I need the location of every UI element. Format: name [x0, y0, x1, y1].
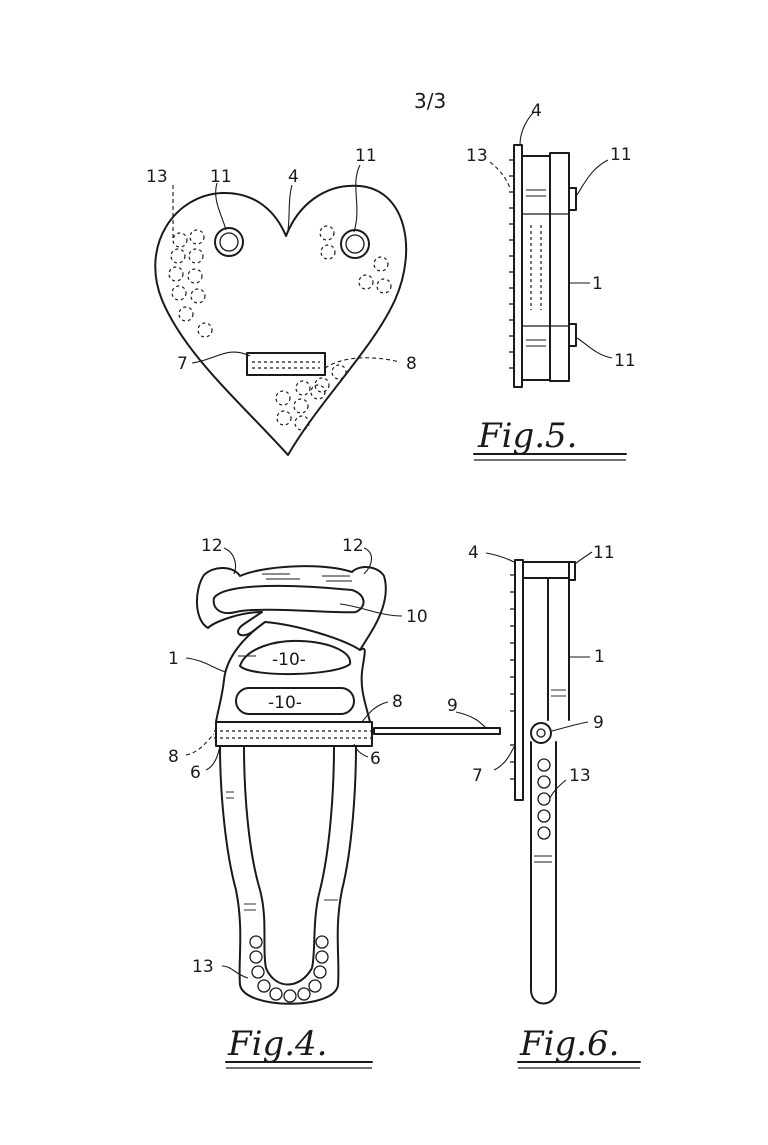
window-10-lower — [235, 687, 355, 715]
ref-4: 4 — [531, 101, 542, 121]
ref-13: 13 — [146, 167, 168, 187]
button-11-right — [340, 229, 370, 259]
figure-caption-5: Fig.5. — [477, 416, 577, 456]
plate-4 — [514, 559, 524, 801]
ref-4: 4 — [468, 543, 479, 563]
ref-12: 12 — [342, 536, 364, 556]
ref-8: 8 — [406, 354, 417, 374]
fig5-side-view: 4 13 11 1 11 Fig.5. — [466, 101, 636, 461]
ref-8: 8 — [168, 747, 179, 767]
strap-loop — [219, 745, 357, 1005]
button-11-bottom — [568, 323, 577, 347]
band-6 — [215, 721, 373, 747]
ref-12: 12 — [201, 536, 223, 556]
pin-9 — [373, 727, 501, 735]
heart-outline — [154, 184, 408, 456]
ref-13: 13 — [466, 146, 488, 166]
button-11-left — [214, 227, 244, 257]
ref-4: 4 — [288, 167, 299, 187]
ref-6: 6 — [190, 763, 201, 783]
fig6-side-view: 4 11 1 9 7 13 Fig.6. — [468, 543, 641, 1069]
window-10-upper — [239, 639, 352, 676]
ref-7: 7 — [472, 766, 483, 786]
holes-13 — [249, 935, 329, 1003]
ref-10: 10 — [406, 607, 428, 627]
sheet-number: 3/3 — [414, 89, 446, 113]
hidden-holes-13 — [168, 225, 392, 431]
ref-11: 11 — [210, 167, 232, 187]
plate-4 — [513, 144, 523, 388]
ref-13: 13 — [569, 766, 591, 786]
ref-9: 9 — [593, 713, 604, 733]
ref-1: 1 — [592, 274, 603, 294]
ref-11: 11 — [614, 351, 636, 371]
ref-6: 6 — [370, 749, 381, 769]
ref-8: 8 — [392, 692, 403, 712]
ref-1: 1 — [168, 649, 179, 669]
button-11-top — [568, 187, 577, 211]
ref-10-upper: -10- — [272, 650, 306, 670]
ref-1: 1 — [594, 647, 605, 667]
button-11 — [568, 561, 576, 581]
heart-plate-drawing: 13 11 4 11 7 8 — [146, 146, 417, 456]
ref-10-lower: -10- — [268, 693, 302, 713]
ref-7: 7 — [177, 354, 188, 374]
ref-9: 9 — [447, 696, 458, 716]
clip-body-1 — [547, 577, 570, 721]
slot-7 — [246, 352, 326, 376]
pivot-9 — [530, 722, 552, 744]
strap-6 — [530, 741, 557, 1005]
fig4-front-view: 12 12 10 1 -10- -10- 8 8 6 6 13 9 Fig.4. — [168, 536, 501, 1069]
figure-caption-6: Fig.6. — [519, 1024, 619, 1064]
backing-1 — [549, 152, 570, 382]
ref-13: 13 — [192, 957, 214, 977]
figure-caption-4: Fig.4. — [227, 1024, 327, 1064]
top-bar — [522, 561, 570, 579]
ref-11: 11 — [610, 145, 632, 165]
ref-11: 11 — [593, 543, 615, 563]
holes-13 — [537, 758, 551, 840]
ref-11: 11 — [355, 146, 377, 166]
